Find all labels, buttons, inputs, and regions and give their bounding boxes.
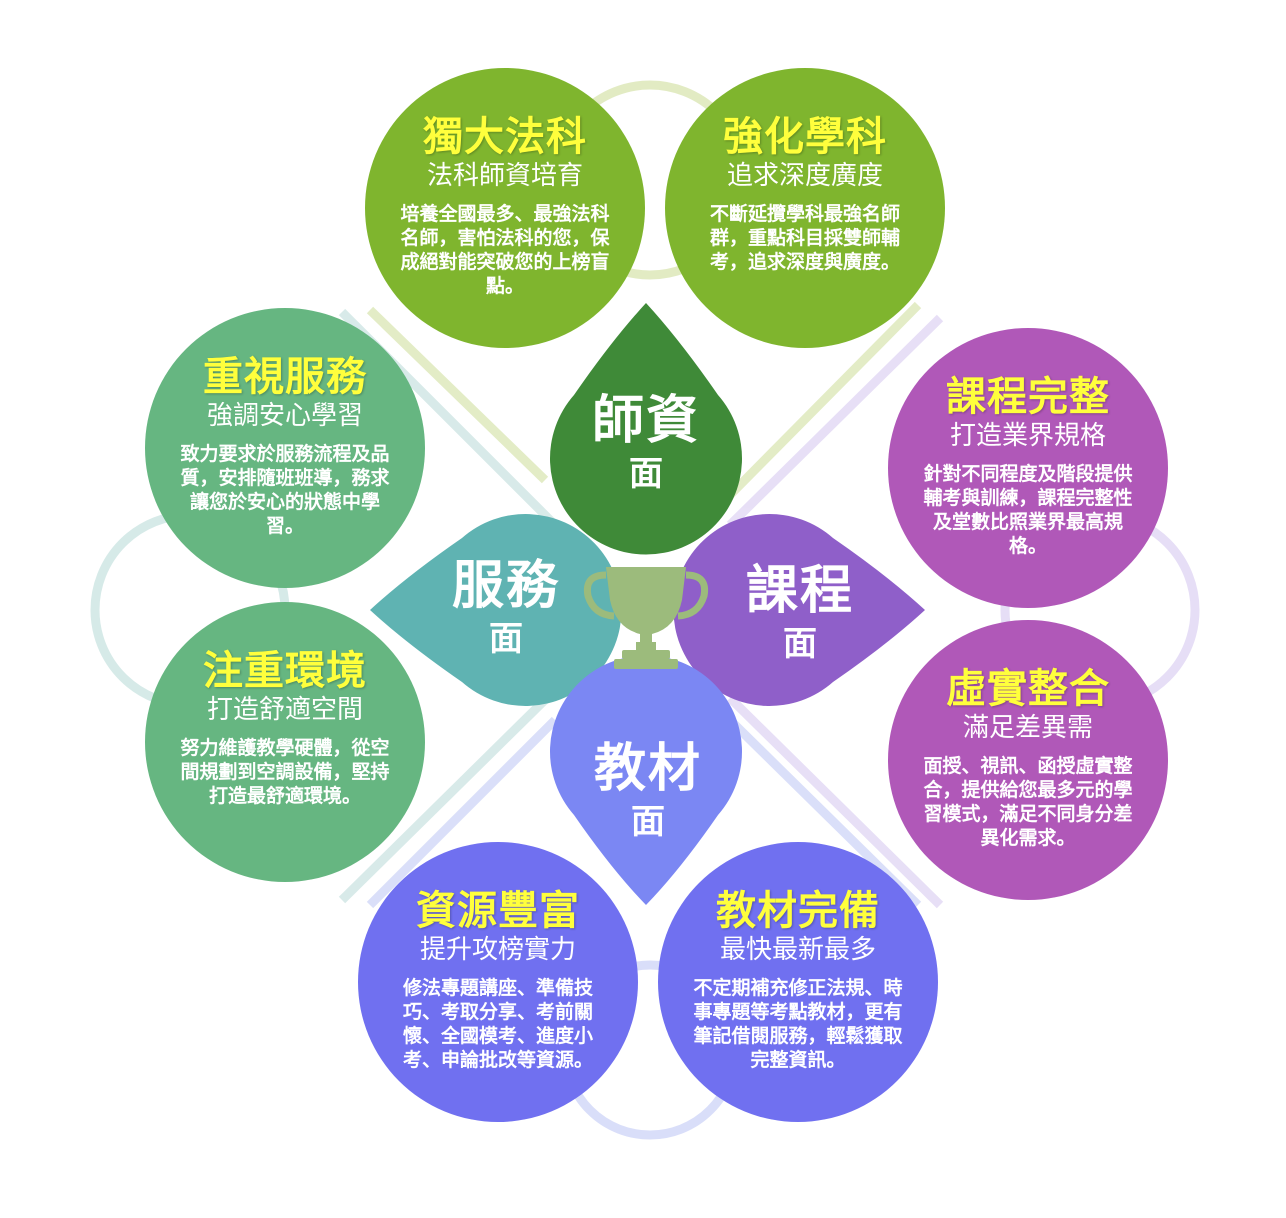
card-hybrid-body: 面授、視訊、函授虛實整合，提供給您最多元的學習模式，滿足不同身分差異化需求。 [923, 755, 1133, 849]
bar-right-bottom [726, 694, 944, 909]
card-course: 課程完整 打造業界規格 針對不同程度及階段提供輔考與訓練，課程完整性及堂數比照業… [888, 328, 1168, 608]
card-materials-body: 不定期補充修正法規、時事專題等考點教材，更有筆記借閱服務，輕鬆獲取完整資訊。 [693, 977, 903, 1071]
bar-left-bottom [338, 686, 559, 904]
petal-course-title: 課程 [745, 561, 854, 621]
card-materials: 教材完備 最快最新最多 不定期補充修正法規、時事專題等考點教材，更有筆記借閱服務… [658, 842, 938, 1122]
bar-top-right [726, 301, 922, 499]
petal-course [673, 514, 925, 706]
card-service-body: 致力要求於服務流程及品質，安排隨班班導，務求讓您於安心的狀態中學習。 [180, 443, 390, 537]
bar-top-left [366, 306, 549, 484]
petal-course-label: 課程 面 [720, 560, 880, 666]
petal-course-suffix: 面 [783, 624, 817, 664]
card-law-body: 培養全國最多、最強法科名師，害怕法科的您，保成絕對能突破您的上榜盲點。 [400, 203, 610, 297]
card-strength-title: 強化學科 [723, 114, 887, 160]
card-service-subtitle: 強調安心學習 [206, 401, 363, 431]
card-materials-subtitle: 最快最新最多 [719, 935, 876, 965]
petal-material [550, 655, 743, 905]
card-hybrid-subtitle: 滿足差異需 [962, 713, 1093, 743]
card-strength: 強化學科 追求深度廣度 不斷延攬學科最強名師群，重點科目採雙師輔考，追求深度與廣… [665, 68, 945, 348]
petal-teacher [550, 303, 743, 555]
card-resources-body: 修法專題講座、準備技巧、考取分享、考前關懷、全國模考、進度小考、申論批改等資源。 [402, 977, 593, 1071]
card-materials-title: 教材完備 [716, 888, 880, 934]
card-resources: 資源豐富 提升攻榜實力 修法專題講座、準備技巧、考取分享、考前關懷、全國模考、進… [358, 842, 638, 1122]
bar-bottom-left [366, 716, 559, 909]
petal-service [370, 514, 622, 706]
card-resources-title: 資源豐富 [416, 888, 580, 934]
card-environment-body: 努力維護教學硬體，從空間規劃到空調設備，堅持打造最舒適環境。 [180, 737, 390, 807]
card-course-body: 針對不同程度及階段提供輔考與訓練，課程完整性及堂數比照業界最高規格。 [923, 463, 1133, 557]
card-strength-body: 不斷延攬學科最強名師群，重點科目採雙師輔考，追求深度與廣度。 [709, 203, 900, 273]
petal-teacher-title: 師資 [591, 391, 700, 451]
card-law-subtitle: 法科師資培育 [426, 161, 583, 191]
bar-right-top [726, 314, 944, 529]
card-service-title: 重視服務 [203, 354, 367, 400]
petal-service-label: 服務 面 [426, 555, 586, 661]
petal-service-suffix: 面 [489, 619, 523, 659]
card-service: 重視服務 強調安心學習 致力要求於服務流程及品質，安排隨班班導，務求讓您於安心的… [145, 308, 425, 588]
petal-material-suffix: 面 [631, 802, 665, 842]
petal-service-title: 服務 [451, 556, 560, 616]
card-environment-subtitle: 打造舒適空間 [206, 695, 363, 725]
card-resources-subtitle: 提升攻榜實力 [419, 935, 576, 965]
petal-teacher-suffix: 面 [629, 454, 663, 494]
card-law: 獨大法科 法科師資培育 培養全國最多、最強法科名師，害怕法科的您，保成絕對能突破… [365, 68, 645, 348]
card-law-title: 獨大法科 [423, 114, 587, 160]
card-course-subtitle: 打造業界規格 [949, 421, 1106, 451]
petal-material-label: 教材 面 [568, 738, 728, 844]
card-environment-title: 注重環境 [203, 648, 367, 694]
trophy-icon [583, 567, 709, 669]
card-strength-subtitle: 追求深度廣度 [726, 161, 883, 191]
card-environment: 注重環境 打造舒適空間 努力維護教學硬體，從空間規劃到空調設備，堅持打造最舒適環… [145, 602, 425, 882]
card-course-title: 課程完整 [946, 374, 1110, 420]
petal-material-title: 教材 [593, 739, 702, 799]
card-hybrid: 虛實整合 滿足差異需 面授、視訊、函授虛實整合，提供給您最多元的學習模式，滿足不… [888, 620, 1168, 900]
petal-teacher-label: 師資 面 [566, 390, 726, 496]
card-hybrid-title: 虛實整合 [946, 666, 1110, 712]
